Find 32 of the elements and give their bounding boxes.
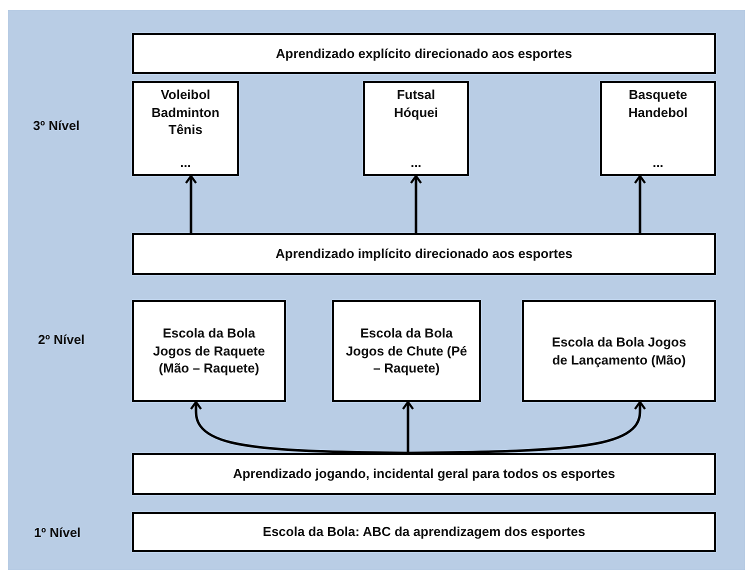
text-box <box>132 300 286 402</box>
arrow <box>190 400 408 454</box>
arrow <box>410 174 422 233</box>
level-label: 3º Nível <box>33 118 80 133</box>
text-box <box>132 81 239 176</box>
text-box <box>132 233 716 275</box>
box-text: Futsal Hóquei <box>392 86 440 122</box>
level-label: 1º Nível <box>34 525 81 540</box>
arrow <box>634 174 646 233</box>
text-box <box>132 453 716 495</box>
arrow <box>402 400 414 453</box>
box-text: Escola da Bola: ABC da aprendizagem dos esportes <box>262 523 586 541</box>
text-box <box>363 81 469 176</box>
ellipsis-text: ... <box>410 154 422 172</box>
box-text: Aprendizado jogando, incidental geral para todos os esportes <box>232 465 616 483</box>
box-text: Escola da Bola Jogos de Chute (Pé – Raquete) <box>344 324 468 378</box>
box-text: Escola da Bola Jogos de Lançamento (Mão) <box>550 333 688 369</box>
arrow <box>184 174 198 233</box>
box-text: Basquete Handebol <box>627 86 689 122</box>
ellipsis-text: ... <box>652 154 664 172</box>
box-text: Voleibol Badminton Tênis <box>150 86 220 139</box>
box-text: Escola da Bola Jogos de Raquete (Mão – Raquete) <box>152 324 266 378</box>
box-text: Aprendizado explícito direcionado aos esportes <box>274 44 574 62</box>
text-box <box>600 81 716 176</box>
text-box <box>132 512 716 552</box>
level-label: 2º Nível <box>38 332 85 347</box>
ellipsis-text: ... <box>179 154 192 172</box>
text-box <box>332 300 481 402</box>
text-box <box>522 300 716 402</box>
arrow <box>408 400 646 454</box>
text-box <box>132 33 716 74</box>
box-text: Aprendizado implícito direcionado aos esportes <box>274 245 574 263</box>
